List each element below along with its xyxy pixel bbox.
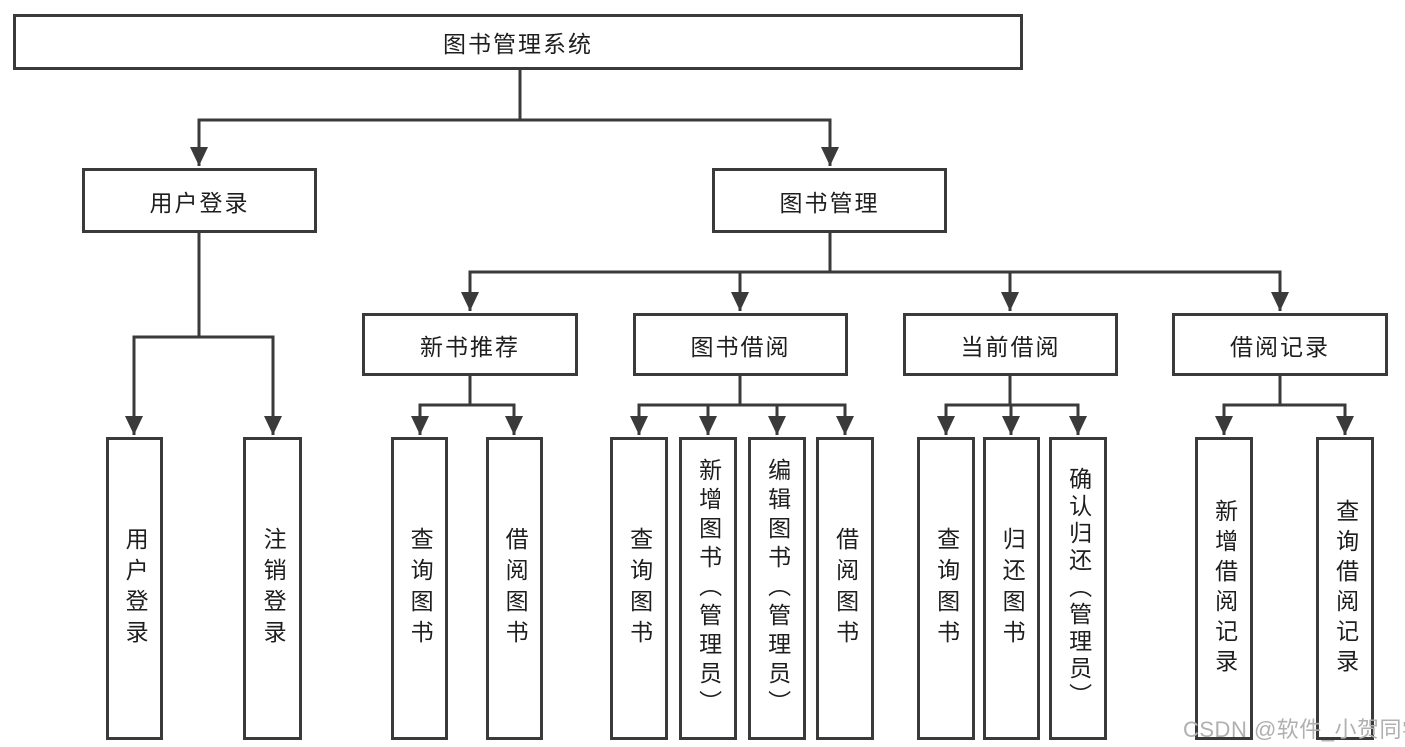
- tree-trunk-lines: [132, 67, 1347, 407]
- node-user-login: 用户登录: [106, 437, 163, 740]
- node-borrow-query-books: 查询图书: [610, 437, 668, 740]
- node-current-borrow: 当前借阅: [903, 313, 1118, 376]
- arrow-drops: [125, 120, 1354, 435]
- watermark: CSDN @软件_小贺同学: [1183, 717, 1405, 742]
- node-recommend-query-books: 查询图书: [391, 437, 448, 740]
- node-edit-book-admin: 编辑图书（管理员）: [748, 437, 806, 740]
- node-logout: 注销登录: [243, 437, 302, 740]
- node-borrow-records: 借阅记录: [1172, 313, 1388, 376]
- node-confirm-return-admin: 确认归还（管理员）: [1049, 437, 1107, 740]
- node-current-query-books: 查询图书: [917, 437, 975, 740]
- node-new-book-recommend: 新书推荐: [362, 313, 578, 376]
- node-recommend-borrow-books: 借阅图书: [486, 437, 543, 740]
- node-book-management: 图书管理: [712, 168, 947, 233]
- node-user-login-group: 用户登录: [82, 168, 317, 233]
- node-add-borrow-record: 新增借阅记录: [1195, 437, 1253, 740]
- node-root: 图书管理系统: [13, 14, 1023, 70]
- node-book-borrow: 图书借阅: [633, 313, 848, 376]
- node-borrow-borrow-books: 借阅图书: [816, 437, 874, 740]
- node-return-book: 归还图书: [983, 437, 1040, 740]
- node-add-book-admin: 新增图书（管理员）: [679, 437, 737, 740]
- node-query-borrow-record: 查询借阅记录: [1316, 437, 1374, 740]
